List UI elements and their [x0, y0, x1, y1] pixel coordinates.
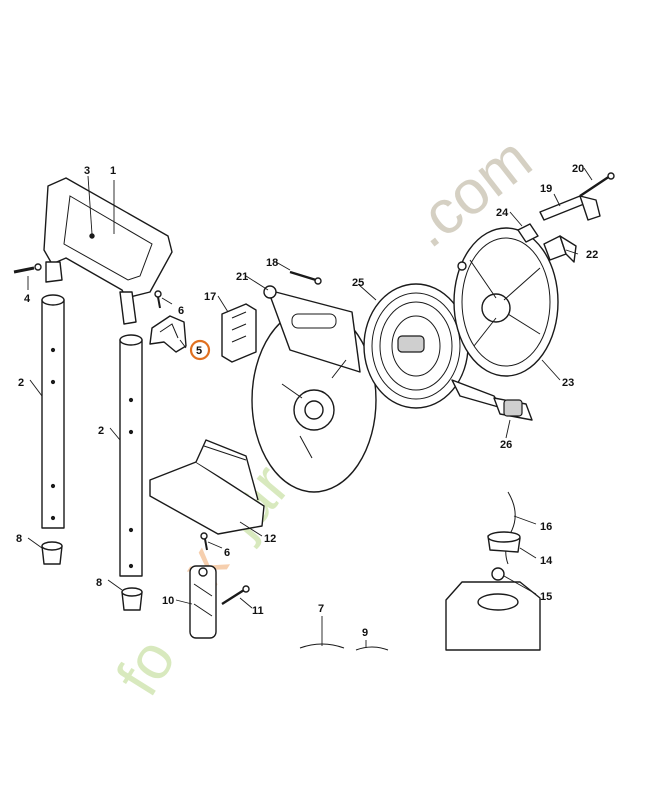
callout-20: 20 [572, 163, 584, 175]
bottom-hub-part-9 [355, 646, 389, 651]
callout-12: 12 [264, 533, 276, 545]
screw-part-18 [289, 270, 322, 285]
callout-5: 5 [196, 345, 202, 357]
callout-24: 24 [496, 207, 509, 219]
callout-1: 1 [110, 165, 116, 177]
tube-right [119, 334, 143, 577]
callout-22: 22 [586, 249, 598, 261]
tank-part [445, 581, 541, 651]
tube-left [41, 294, 65, 529]
callout-9: 9 [362, 627, 368, 639]
callout-15: 15 [540, 591, 552, 603]
screw-part-11 [221, 585, 250, 606]
callout-8-right: 8 [96, 577, 102, 589]
watermark-fo: fo [103, 627, 189, 707]
callout-6-lower: 6 [224, 547, 230, 559]
callout-7: 7 [318, 603, 324, 615]
callout-4: 4 [24, 293, 31, 305]
callout-2-right: 2 [98, 425, 104, 437]
reel-frame-part-21 [251, 285, 377, 493]
support-tray-part-12 [149, 439, 265, 535]
callout-26: 26 [500, 439, 512, 451]
callout-17: 17 [204, 291, 216, 303]
bracket-part-17 [221, 303, 257, 363]
coupling-part-26 [493, 397, 533, 421]
tube-part-16 [505, 491, 516, 565]
screw-part-6-lower [200, 532, 208, 551]
crank-handle-part-19 [539, 195, 601, 221]
cap-part-24 [517, 223, 539, 243]
leader-lines [27, 167, 593, 648]
handle-part [43, 177, 173, 325]
callout-8-left: 8 [16, 533, 22, 545]
callout-2-left: 2 [18, 377, 24, 389]
screw-part-4 [13, 263, 42, 274]
filter-part-15 [491, 567, 505, 581]
end-cap-left [41, 541, 63, 565]
reel-drum-part-23 [453, 227, 559, 377]
bolt-part-20 [579, 172, 615, 197]
cap-part-14 [487, 531, 521, 553]
callout-19: 19 [540, 183, 552, 195]
callout-25: 25 [352, 277, 364, 289]
highlight-ring-part-5 [189, 339, 211, 361]
crank-part-22 [543, 235, 577, 263]
callout-16: 16 [540, 521, 552, 533]
callout-3: 3 [84, 165, 90, 177]
callout-21: 21 [236, 271, 248, 283]
hose-coil-part-25 [363, 283, 503, 409]
callout-14: 14 [540, 555, 553, 567]
clip-part-5 [149, 315, 187, 353]
callout-18: 18 [266, 257, 278, 269]
coupler-part-10 [189, 565, 217, 639]
callout-10: 10 [162, 595, 174, 607]
callout-23: 23 [562, 377, 574, 389]
end-cap-right [121, 587, 143, 611]
callout-6-upper: 6 [178, 305, 184, 317]
callout-labels: 1 2 2 3 4 5 6 6 7 8 8 9 10 11 12 14 15 1… [16, 163, 598, 639]
screw-part-6-upper [154, 290, 162, 309]
callout-11: 11 [252, 605, 264, 617]
